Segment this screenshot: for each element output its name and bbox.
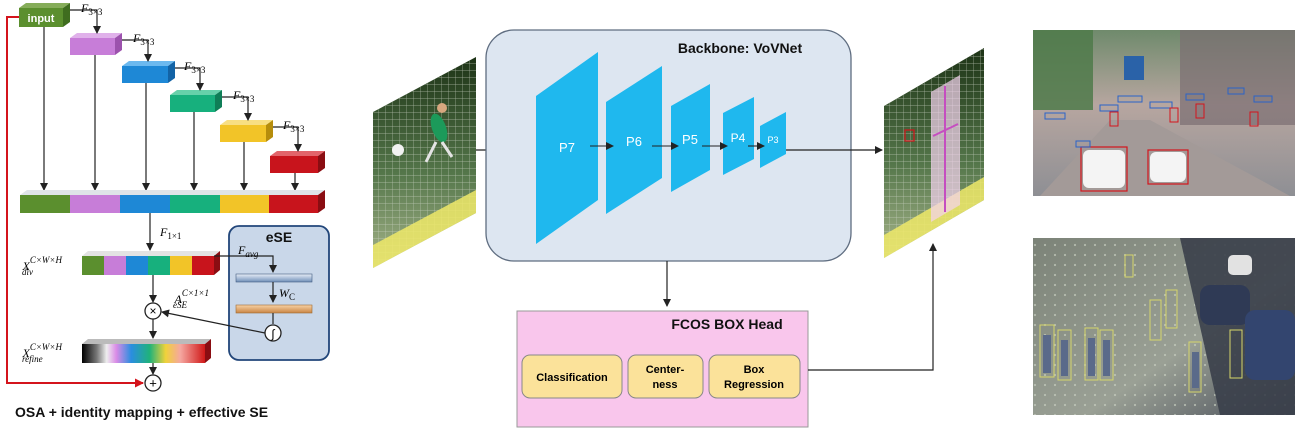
multiply-symbol: × [149,304,156,318]
conv-block-4 [220,120,273,142]
xrefine-bar [82,339,211,363]
conv-label-1: F3×3 [80,1,103,17]
add-symbol: + [149,376,157,391]
concat-arrows [40,27,299,191]
level-P7 [536,52,598,244]
pedestrian-scene-image [1033,238,1295,415]
level-P6 [606,66,662,214]
fc-vector [235,304,313,314]
ese-box [228,225,330,361]
input-image [373,57,476,268]
conv-block-3 [170,90,222,112]
level-label-P4: P4 [731,131,746,145]
level-label-P6: P6 [626,134,642,149]
head-to-output-arrow [808,243,937,371]
conv-block-2 [122,61,175,83]
reduce-label: F1×1 [159,225,181,241]
conv-block-5 [270,151,325,173]
osa-caption: OSA + identity mapping + effective SE [15,404,268,420]
multiply-node: × [144,302,162,320]
conv-connectors [70,9,302,152]
head-module-classification: Classification [521,354,623,399]
head-title: FCOS BOX Head [671,316,782,332]
favg-label: Favg [237,243,259,259]
ese-title: eSE [266,229,292,245]
head-module-label-2b: ness [652,379,677,391]
osa-module: input [6,1,325,420]
identity-mapping-arrow [6,16,144,388]
conv-block-1 [70,33,122,55]
add-node: + [144,374,162,392]
head-module-label-2a: Center- [646,364,685,376]
backbone-module: Backbone: VoVNet P7 P6 P5 P4 P3 [485,29,852,262]
output-image [884,48,984,258]
level-label-P7: P7 [559,140,575,155]
favg-arrow [214,255,277,273]
head-module-label-1: Classification [536,372,608,384]
traffic-scene-image [1033,30,1295,196]
head-module-label-3a: Box [744,364,766,376]
head-module-label-3b: Regression [724,379,784,391]
level-label-P3: P3 [767,135,778,145]
level-P5 [671,84,710,192]
pooled-vector [235,273,313,283]
ese-module: eSE Favg WC ∫ [161,225,330,361]
level-P4 [723,97,754,175]
head-module-centerness: Center- ness [627,354,704,399]
concat-bar [20,190,325,213]
conv-label-4: F3×3 [232,88,255,104]
conv-labels: F3×3 F3×3 F3×3 F3×3 F3×3 [80,1,305,134]
sigmoid-symbol: ∫ [270,327,275,341]
wc-label: WC [279,286,295,302]
head-module-box-regression: Box Regression [708,354,801,399]
attention-arrow [161,309,266,334]
head-module: FCOS BOX Head Classification Center- nes… [516,310,809,428]
level-P3 [760,112,786,168]
conv-label-5: F3×3 [282,118,305,134]
input-label: input [28,13,55,25]
level-label-P5: P5 [682,132,698,147]
conv-label-3: F3×3 [183,59,206,75]
input-block: input [19,3,70,27]
conv-label-2: F3×3 [132,31,155,47]
xdiv-bar [82,251,220,275]
backbone-title: Backbone: VoVNet [678,40,803,56]
